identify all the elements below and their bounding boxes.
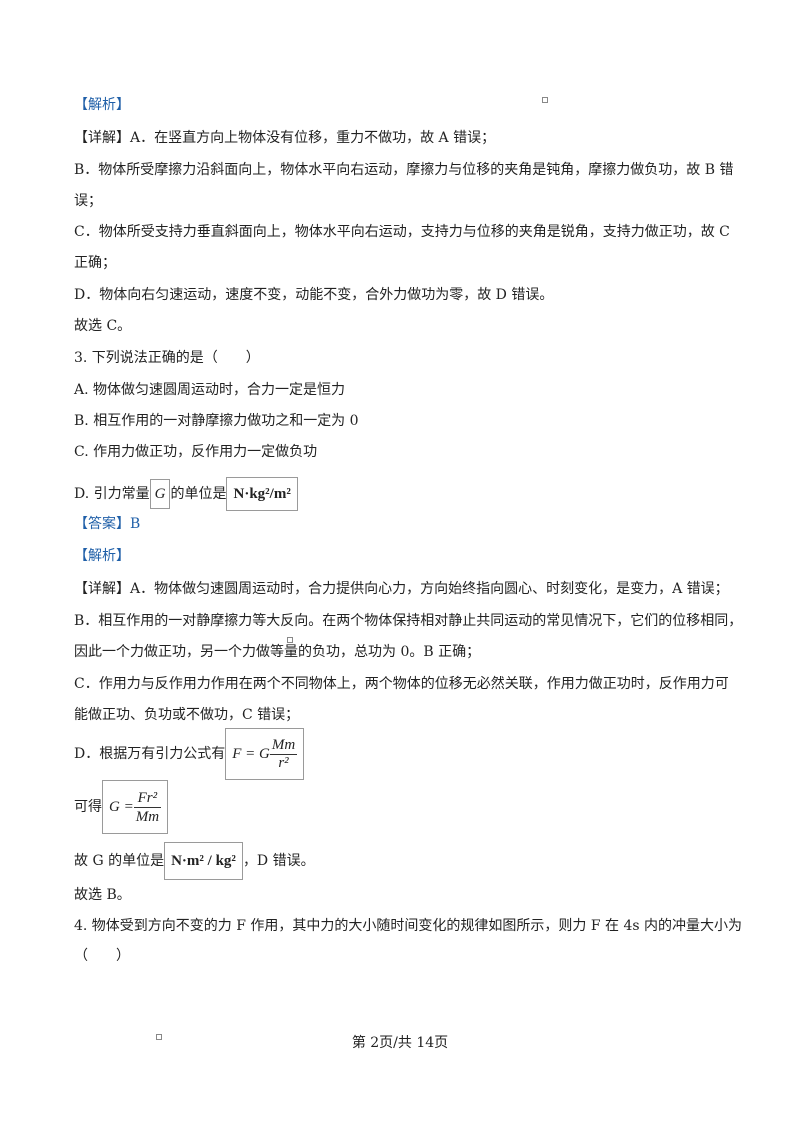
artifact-mark (287, 637, 293, 643)
option-d-text: D. 引力常量 (74, 486, 150, 502)
unit-text: 故 G 的单位是 (74, 853, 165, 869)
formula-unit-1: N·kg²/m² (226, 477, 298, 511)
detail-line: C．作用力与反作用力作用在两个不同物体上，两个物体的位移无必然关联，作用力做正功… (74, 676, 729, 692)
detail-line: 因此一个力做正功，另一个力做等量的负功，总功为 0。B 正确； (74, 644, 481, 660)
option-a: A. 物体做匀速圆周运动时，合力一定是恒力 (74, 382, 346, 398)
option-b: B. 相互作用的一对静摩擦力做功之和一定为 0 (74, 413, 359, 429)
option-d-text-2: 的单位是 (170, 486, 227, 502)
formula-denominator: r² (278, 755, 289, 772)
question-4-paren: （ ） (74, 948, 130, 964)
question-3-title: 3. 下列说法正确的是（ ） (74, 350, 260, 366)
formula-numerator: Mm (269, 737, 298, 756)
analysis-label: 【解析】 (74, 548, 130, 564)
formula-intro: D．根据万有引力公式有 (74, 746, 226, 762)
formula-g: G (149, 479, 171, 509)
conclusion-line: 故选 C。 (74, 318, 132, 334)
formula-intro-2: 可得 (74, 799, 102, 815)
artifact-mark (156, 1034, 162, 1040)
page-footer: 第 2页/共 14页 (351, 1035, 449, 1051)
option-c: C. 作用力做正功，反作用力一定做负功 (74, 444, 318, 460)
formula-g-lhs: G = (109, 799, 134, 815)
detail-line: B．相互作用的一对静摩擦力等大反向。在两个物体保持相对静止共同运动的常见情况下，… (74, 613, 743, 629)
formula-denominator-2: Mm (135, 809, 160, 826)
detail-line: 【详解】A．物体做匀速圆周运动时，合力提供向心力，方向始终指向圆心、时刻变化，是… (74, 581, 729, 597)
detail-line: D．物体向右匀速运动，速度不变，动能不变，合外力做功为零，故 D 错误。 (74, 287, 554, 303)
formula-numerator-2: Fr² (133, 789, 162, 809)
analysis-label: 【解析】 (74, 97, 130, 113)
formula-unit-2: N·m² / kg² (164, 842, 243, 880)
unit-text-2: ，D 错误。 (242, 853, 315, 869)
conclusion-line: 故选 B。 (74, 887, 131, 903)
answer-label: 【答案】B (74, 516, 141, 532)
detail-line: 能做正功、负功或不做功，C 错误； (74, 707, 300, 723)
detail-line: 误； (74, 193, 102, 209)
formula-f-lhs: F = G (232, 746, 270, 762)
question-4-title: 4. 物体受到方向不变的力 F 作用，其中力的大小随时间变化的规律如图所示，则力… (74, 918, 743, 934)
detail-line: 【详解】A．在竖直方向上物体没有位移，重力不做功，故 A 错误； (74, 130, 496, 146)
detail-line: 正确； (74, 255, 116, 271)
detail-line: B．物体所受摩擦力沿斜面向上，物体水平向右运动，摩擦力与位移的夹角是钝角，摩擦力… (74, 162, 734, 178)
artifact-mark (542, 97, 548, 103)
detail-line: C．物体所受支持力垂直斜面向上，物体水平向右运动，支持力与位移的夹角是锐角，支持… (74, 224, 730, 240)
